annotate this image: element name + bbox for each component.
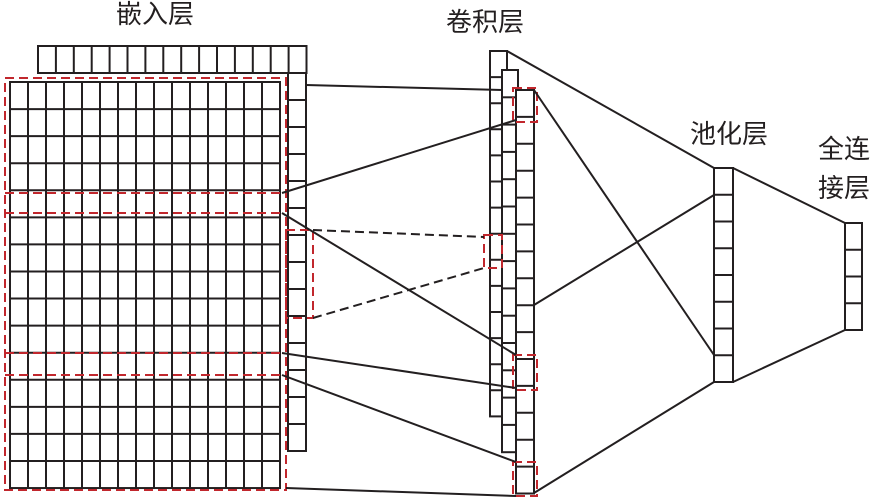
embedding-layer-label: 嵌入层 xyxy=(116,0,195,30)
connection-line xyxy=(281,374,517,463)
conv-highlight-box xyxy=(483,234,503,269)
connection-line xyxy=(506,50,715,169)
connection-line-dashed xyxy=(312,229,485,238)
connection-line-dashed xyxy=(312,267,485,319)
embedding-front-grid xyxy=(9,81,281,490)
connection-line xyxy=(281,119,517,194)
fc-layer-label-1: 全连 xyxy=(818,135,871,165)
pooling-layer-label: 池化层 xyxy=(690,120,769,150)
conv-highlight-box xyxy=(512,354,538,391)
connection-line xyxy=(305,84,503,91)
connection-line xyxy=(732,167,846,224)
connection-line xyxy=(533,89,715,356)
conv-layer-label: 卷积层 xyxy=(446,8,525,38)
fc-layer-label-2: 接层 xyxy=(818,174,871,204)
conv-highlight-box xyxy=(512,461,538,497)
embedding-back-grid-top xyxy=(37,45,308,74)
conv-column-3 xyxy=(515,89,535,495)
connection-line xyxy=(281,352,517,389)
connection-line xyxy=(533,381,715,494)
connection-line xyxy=(281,212,517,356)
conv-highlight-box xyxy=(512,87,538,123)
connection-line xyxy=(533,194,715,306)
embedding-back-window-box xyxy=(285,229,314,319)
connection-line xyxy=(732,329,846,383)
connection-line xyxy=(285,487,517,497)
embedding-window-box xyxy=(4,77,287,491)
